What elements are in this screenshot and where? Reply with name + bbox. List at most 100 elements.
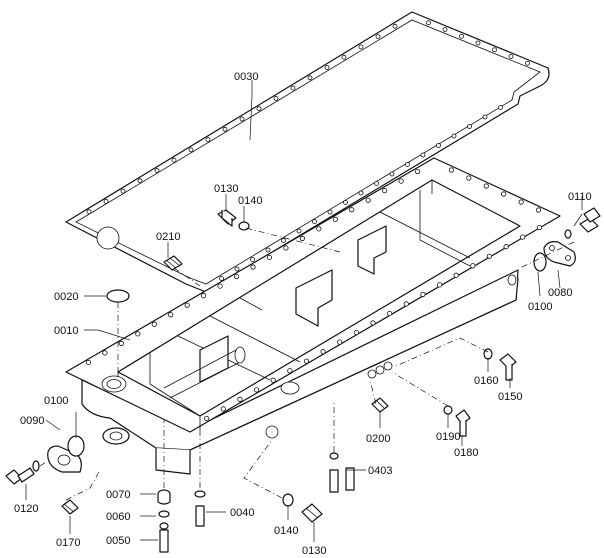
label-0030: 0030	[234, 71, 258, 83]
bolt-hole	[358, 190, 364, 196]
bolt-hole	[387, 310, 393, 317]
bolt-hole	[442, 27, 448, 32]
bolt-hole	[296, 228, 302, 234]
bolt-hole	[405, 162, 410, 167]
plug-0210	[163, 255, 183, 271]
label-0200: 0200	[366, 433, 390, 445]
bolt-hole	[86, 209, 92, 215]
bolt-hole	[448, 167, 455, 173]
bolt-hole	[337, 339, 343, 345]
bolt-hole	[349, 207, 355, 213]
bolt-hole	[250, 257, 255, 262]
bolt-hole	[265, 247, 271, 253]
bolt-hole	[316, 226, 322, 232]
bolt-hole	[217, 283, 223, 289]
label-0070: 0070	[106, 489, 130, 501]
bolt-hole	[436, 143, 441, 148]
bolt-hole	[184, 302, 190, 308]
bolt-hole	[201, 293, 207, 299]
bolt-hole	[520, 234, 526, 240]
bolt-hole	[470, 263, 476, 269]
bolt-hole	[403, 301, 409, 307]
bolt-hole	[466, 175, 472, 181]
washer-0140-lower	[282, 493, 294, 507]
label-0170: 0170	[56, 537, 80, 549]
bolt-hole	[374, 181, 379, 186]
bolt-hole	[299, 235, 305, 241]
oil-pan-0010	[65, 157, 561, 475]
label-0140-lower: 0140	[274, 525, 298, 537]
label-0110: 0110	[568, 191, 592, 203]
bolt-hole	[453, 272, 459, 278]
bolt-hole	[451, 133, 457, 139]
bolt-hole	[307, 75, 313, 81]
bolt-0120	[5, 460, 40, 485]
bolt-hole	[205, 137, 211, 143]
label-0120: 0120	[14, 503, 38, 515]
bolt-hole	[508, 54, 514, 59]
cover-0080	[543, 241, 576, 267]
bolt-hole	[392, 23, 398, 29]
bolt-hole	[253, 387, 260, 393]
bolt-hole	[389, 171, 395, 177]
label-0160: 0160	[474, 375, 498, 387]
bolt-hole	[398, 178, 404, 184]
o-ring-0100-left	[67, 435, 85, 457]
label-0060: 0060	[106, 511, 130, 523]
bolt-hole	[303, 358, 310, 364]
bolt-hole	[327, 209, 333, 215]
bolts-0110	[564, 207, 601, 239]
bolt-hole	[85, 359, 92, 366]
bolt-hole	[120, 188, 126, 194]
label-0100-left: 0100	[44, 395, 68, 407]
label-0210: 0210	[156, 231, 180, 243]
label-0040: 0040	[230, 507, 254, 519]
bolt-hole	[525, 60, 530, 66]
bolt-hole	[370, 320, 376, 326]
bolt-hole	[287, 368, 293, 374]
washer-0140-upper	[238, 221, 250, 231]
plug-0180	[455, 409, 471, 437]
bolt-hole	[343, 200, 348, 205]
bolt-hole	[256, 106, 262, 112]
bolt-hole	[204, 415, 210, 422]
bolt-hole	[414, 168, 421, 175]
label-0130-upper: 0130	[214, 183, 238, 195]
bolt-hole	[233, 273, 240, 280]
gasket-0030	[65, 11, 550, 293]
leader-lines	[25, 80, 583, 542]
bolt-hole	[341, 54, 347, 60]
bolt-hole	[353, 329, 359, 336]
bolt-hole	[234, 266, 240, 272]
bolt-hole	[375, 34, 381, 39]
bolt-hole	[102, 350, 108, 356]
bolt-hole	[137, 178, 143, 184]
part-labels: 0030 0130 0140 0210 0020 0010 0110 0080 …	[14, 71, 592, 557]
bolt-hole	[222, 126, 228, 132]
bolt-hole	[518, 199, 524, 205]
bolt-hole	[266, 254, 273, 261]
bolt-hole	[332, 216, 338, 222]
bolt-hole	[320, 349, 326, 355]
bolt-hole	[250, 264, 256, 270]
label-0020: 0020	[54, 291, 78, 303]
label-0130-lower: 0130	[302, 545, 326, 557]
bolt-hole	[420, 291, 426, 297]
label-0150: 0150	[498, 391, 522, 403]
bolt-hole	[237, 396, 243, 402]
bolt-hole	[154, 168, 160, 173]
bolt-hole	[483, 183, 489, 189]
bolt-hole	[168, 312, 174, 318]
bolt-0130-lower	[301, 503, 323, 523]
bolt-hole	[281, 238, 286, 243]
plug-0170	[61, 499, 79, 515]
bolt-hole	[501, 191, 507, 197]
label-0100-right: 0100	[528, 301, 552, 313]
bolt-hole	[459, 33, 464, 39]
bolts-0403	[329, 452, 355, 493]
bolt-hole	[103, 198, 109, 204]
bolt-hole	[283, 245, 289, 251]
bolt-hole	[324, 65, 330, 70]
label-0403: 0403	[368, 465, 392, 477]
